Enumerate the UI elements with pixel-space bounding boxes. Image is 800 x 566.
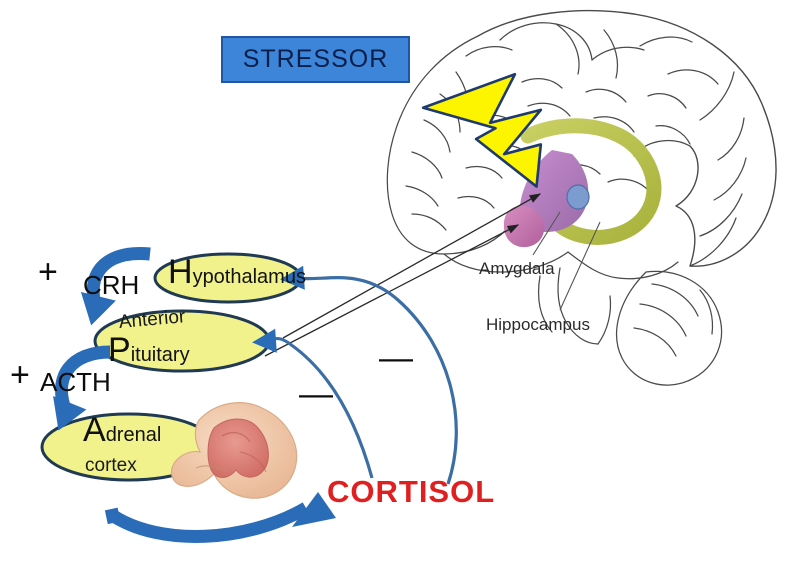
crh-arrowhead [80,291,116,326]
stimulatory-arrows [53,246,336,543]
hypothalamus-rest: ypothalamus [192,266,306,288]
stressor-label: STRESSOR [242,45,389,73]
brain-label-leaders [532,211,601,311]
amygdala-structure [503,205,545,248]
crh-label: CRH [83,270,140,300]
cortisol-arrow [108,502,310,543]
leader-amygdala [532,211,561,256]
adrenal-rest: drenal [105,424,162,446]
limbic-structures [503,118,662,248]
lightning-bolt-icon-main [421,72,543,188]
amygdala-label: Amygdala [479,259,555,278]
hippocampus-label: Hippocampus [486,315,590,334]
cortisol-label: CORTISOL [327,474,496,509]
feedback-to-hypothalamus [299,276,458,485]
hippocampus-structure [520,118,662,245]
negative-feedback-curves [271,276,458,485]
nucleus-structure [566,184,590,210]
adrenal-sublabel: cortex [85,455,137,476]
hypothalamus-initial: H [168,253,193,291]
feedback-to-pituitary [271,336,374,479]
stressor-box: STRESSOR [221,36,410,83]
feedback-arrowhead-hypothalamus [280,265,305,290]
hypothalamus-label: Hypothalamus [168,255,306,289]
cortisol-arrowhead [292,492,336,527]
minus-sign-pituitary: — [299,375,333,413]
minus-sign-hypothalamus: — [379,339,413,377]
adrenal-gland-illustration [171,402,298,499]
leader-hippocampus [559,221,601,311]
acth-arrowhead [53,395,87,431]
connector-to-hypothalamus [282,193,542,339]
pituitary-initial: P [108,331,131,369]
crh-arrow [86,246,151,307]
pituitary-label: Pituitary [108,333,190,367]
connector-to-amygdala [264,224,520,357]
pituitary-rest: ituitary [130,344,190,366]
adrenal-label: Adrenal [83,413,161,447]
feedback-arrowhead-pituitary [252,328,277,353]
adrenal-initial: A [83,411,106,449]
plus-sign-acth: + [10,356,30,394]
brain-illustration [386,10,777,386]
brain-axis-connectors [264,193,542,357]
plus-sign-crh: + [38,253,58,291]
acth-label: ACTH [40,367,111,397]
